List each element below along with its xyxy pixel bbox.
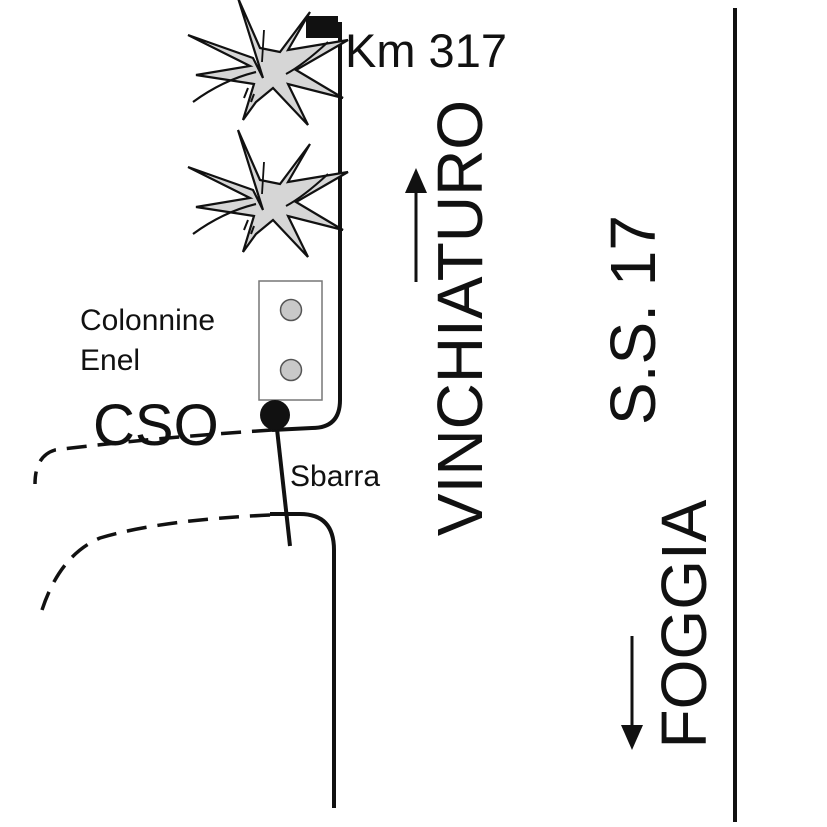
km-post-icon [306, 16, 338, 38]
dashed-path-lower [40, 513, 271, 611]
charging-stations-label: Colonnine [80, 304, 215, 337]
direction-north-label: VINCHIATURO [424, 100, 496, 536]
arrow-down-icon [621, 636, 643, 750]
arrow-up-icon [405, 168, 427, 282]
km-marker-label: Km 317 [345, 24, 507, 77]
barrier-line [274, 419, 292, 547]
charging-stations-label-line2: Enel [80, 344, 140, 377]
access-road-lower [270, 512, 336, 808]
tree-icon [186, 128, 350, 259]
road-name-label: S.S. 17 [597, 215, 669, 425]
access-road-upper [271, 22, 342, 432]
site-label: CSO [93, 393, 219, 458]
location-dot-icon [260, 400, 290, 430]
barrier-label: Sbarra [290, 460, 380, 493]
charging-post-icon [279, 358, 303, 382]
direction-south-label: FOGGIA [648, 499, 720, 748]
charging-post-icon [279, 298, 303, 322]
